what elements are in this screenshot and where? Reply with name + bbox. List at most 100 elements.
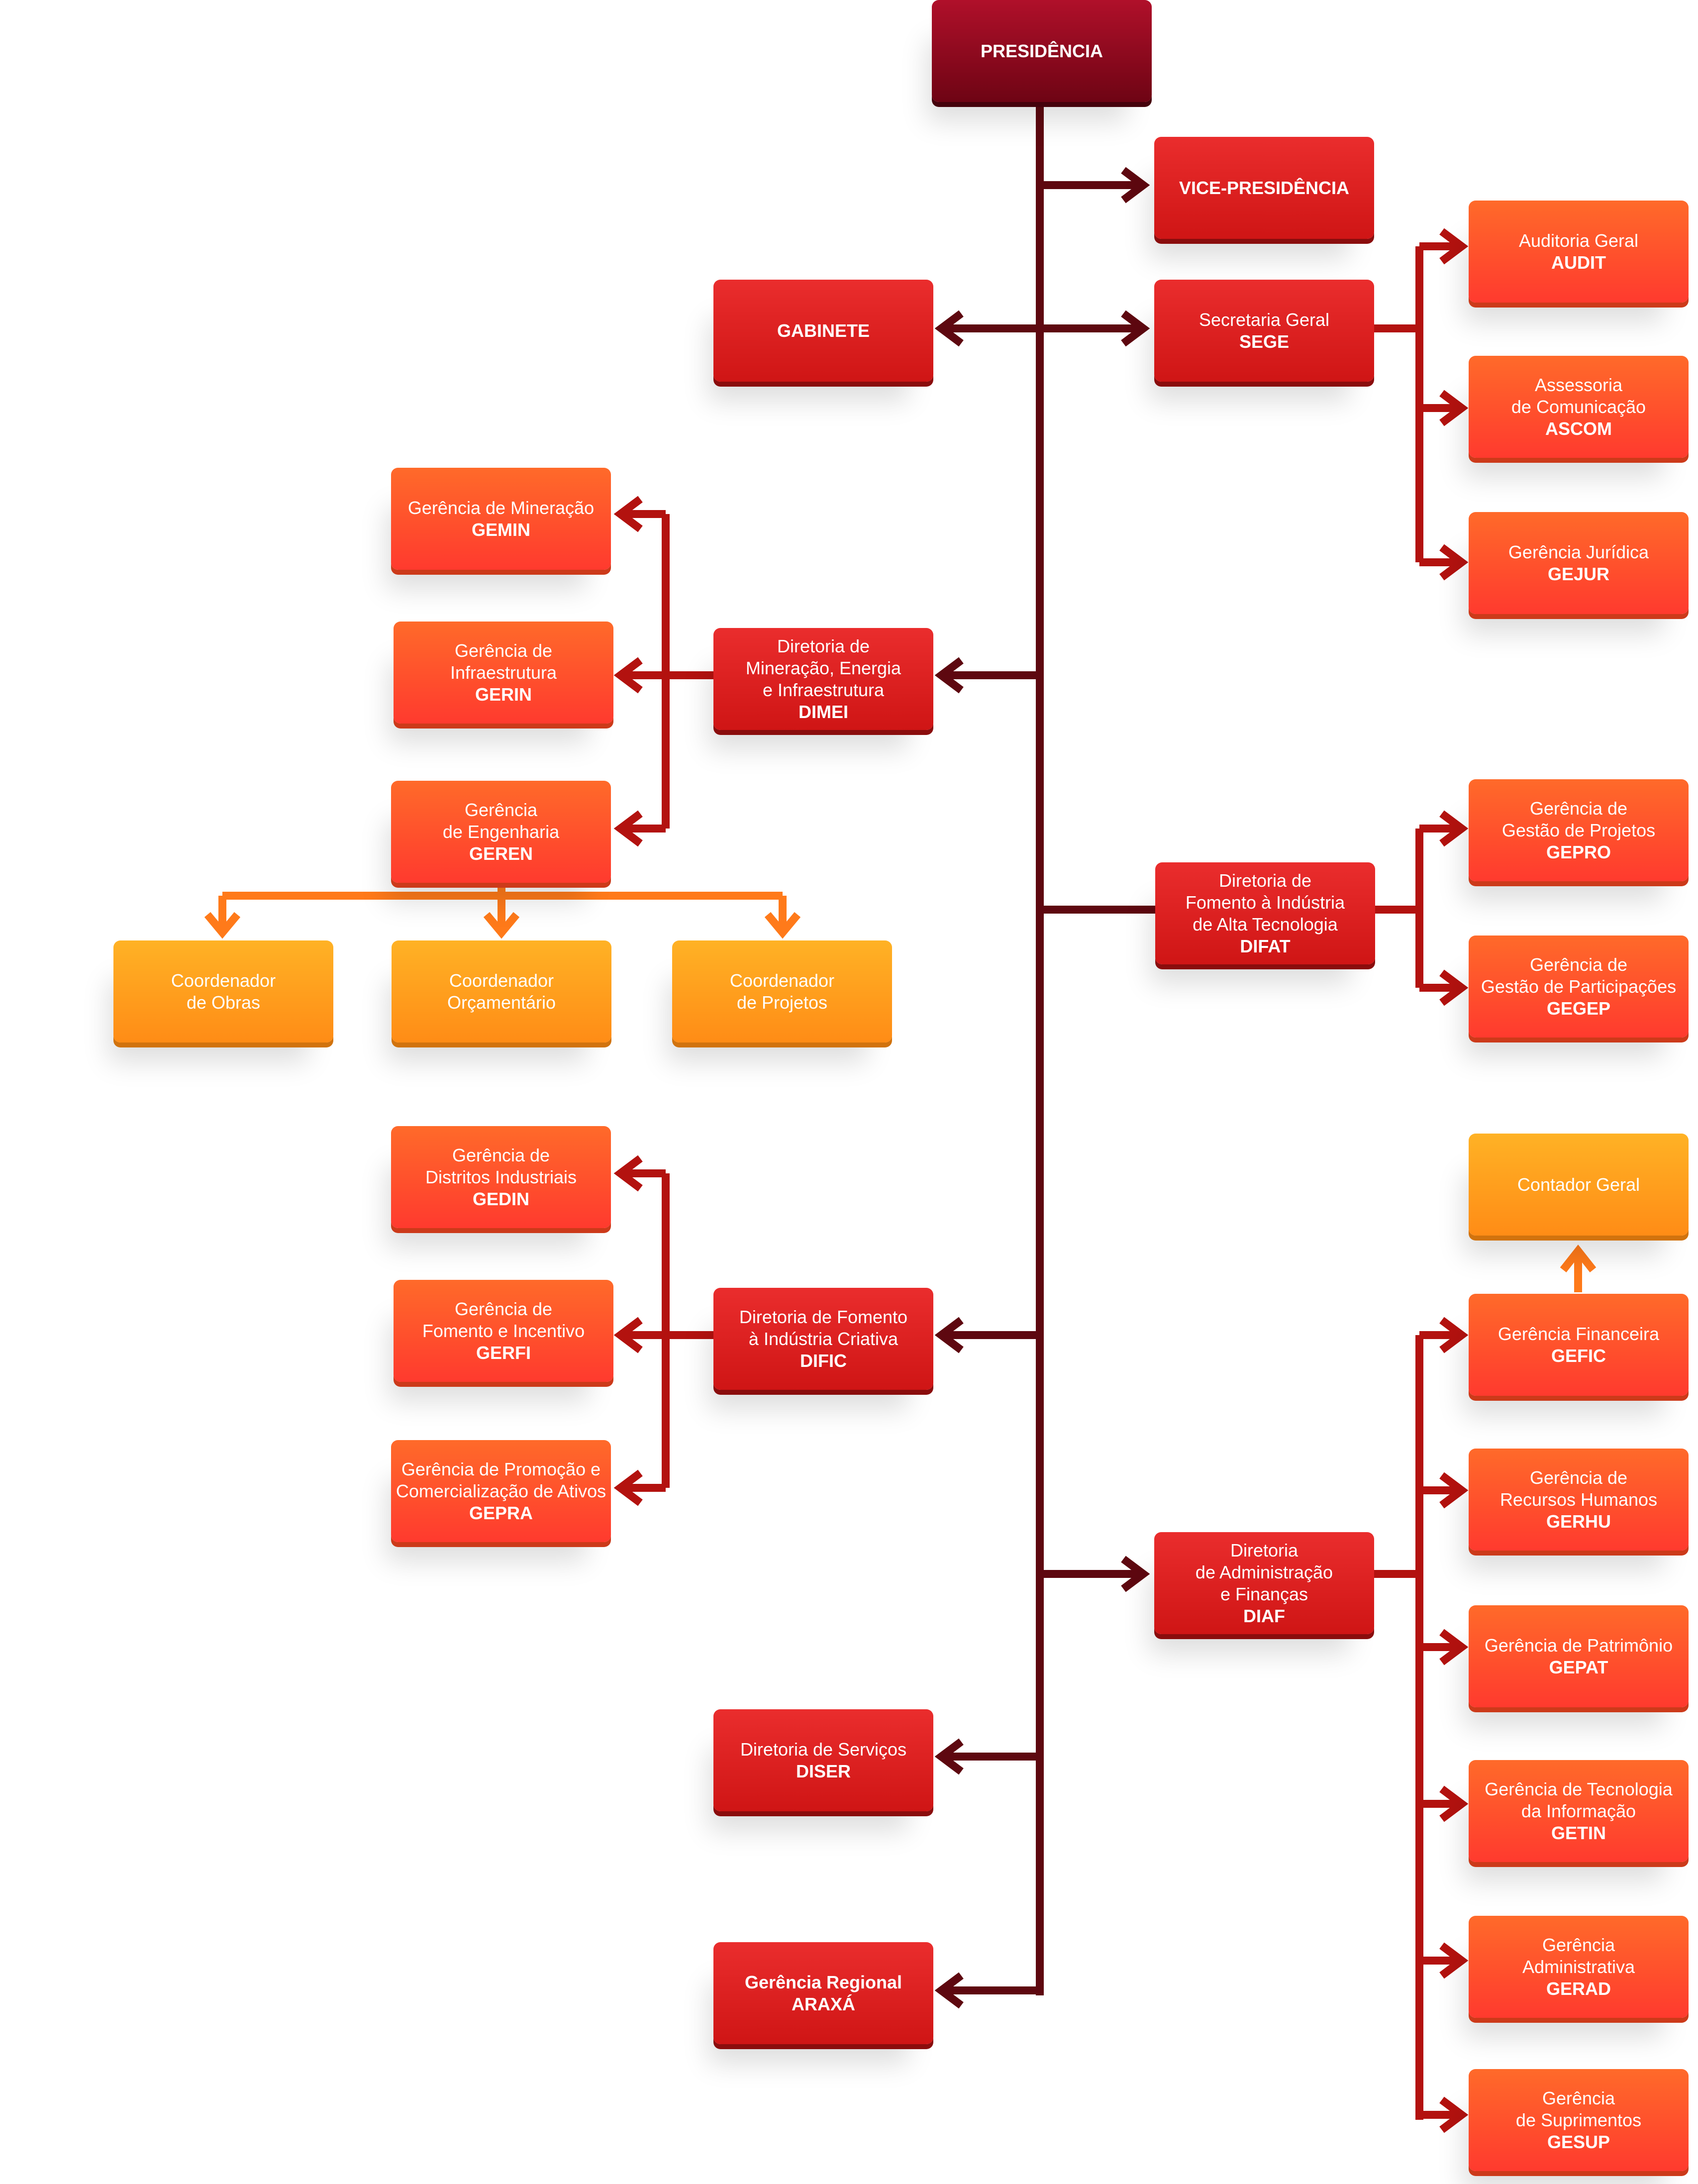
node-abbreviation: GEREN [469,843,533,864]
node-abbreviation: DISER [796,1761,851,1781]
node-label-line: Gerência de [1529,954,1628,975]
node-label-line: Distritos Industriais [425,1166,577,1187]
node-label-line: Coordenador [729,970,835,991]
node-label-line: Gerência de [454,640,553,661]
node-label-line: Secretaria Geral [1199,309,1330,330]
node-label-line: Gerência [464,799,538,820]
node-label-line: da Informação [1521,1800,1636,1821]
node-label-line: e Finanças [1220,1583,1308,1604]
node-label-line: de Suprimentos [1515,2109,1642,2130]
node-abbreviation: GERIN [475,684,532,705]
node-label-line: Diretoria de [1218,870,1312,891]
node-label-line: de Administração [1195,1561,1333,1582]
node-label-line: de Projetos [736,992,828,1013]
node-abbreviation: GERAD [1546,1978,1611,1999]
node-label-line: Comercialização de Ativos [396,1480,606,1501]
node-label-line: à Indústria Criativa [748,1328,899,1349]
node-label-line: Administrativa [1522,1956,1635,1977]
node-label-line: Recursos Humanos [1499,1489,1658,1510]
node-label-line: Gerência [1542,1934,1615,1955]
node-label-line: Gerência de Mineração [407,497,595,518]
node-abbreviation: DIFIC [800,1350,847,1371]
node-label-line: de Comunicação [1511,396,1646,417]
node-abbreviation: GEPRO [1546,841,1611,862]
node-abbreviation: ASCOM [1545,418,1612,439]
node-abbreviation: GEJUR [1547,563,1610,584]
node-label-line: de Obras [186,992,261,1013]
node-label-line: Diretoria de [777,635,870,656]
node-label-line: Diretoria de Serviços [740,1739,907,1760]
node-abbreviation: AUDIT [1551,252,1606,273]
node-label-line: Gerência Jurídica [1508,541,1649,562]
node-abbreviation: GEPRA [469,1502,533,1523]
node-label-line: Gerência de [454,1298,553,1319]
org-node-gabinete: GABINETE [713,280,933,382]
node-abbreviation: ARAXÁ [791,1993,855,2014]
node-label-line: GABINETE [777,320,870,341]
node-abbreviation: GEPAT [1549,1657,1608,1677]
node-label-line: Fomento à Indústria [1185,892,1345,913]
trunk-connectors [934,100,1155,2009]
node-label-line: PRESIDÊNCIA [980,40,1103,61]
org-node-presidencia: PRESIDÊNCIA [932,0,1152,102]
node-label-line: Gerência de Promoção e [401,1458,601,1479]
node-label-line: Diretoria de Fomento [739,1306,908,1327]
node-label-line: Gerência de [1529,798,1628,819]
node-abbreviation: GESUP [1547,2131,1610,2152]
node-label-line: Mineração, Energia [745,657,901,678]
node-label-line: Gerência Regional [744,1972,902,1992]
node-abbreviation: GERFI [476,1342,531,1363]
node-abbreviation: DIFAT [1240,936,1291,956]
node-label-line: Gestão de Participações [1481,976,1677,997]
branch-connectors [613,228,1469,2133]
node-abbreviation: GERHU [1546,1511,1611,1532]
node-label-line: de Alta Tecnologia [1193,914,1338,935]
org-node-vice: VICE-PRESIDÊNCIA [1154,137,1374,239]
coordinator-connectors [204,881,1597,1292]
node-label-line: Contador Geral [1517,1174,1640,1195]
node-abbreviation: GEDIN [472,1188,529,1209]
org-node-contador: Contador Geral [1469,1134,1689,1236]
node-label-line: Diretoria [1230,1540,1298,1560]
node-label-line: Gerência de Tecnologia [1485,1778,1673,1799]
node-label-line: Gerência Financeira [1498,1323,1660,1344]
node-label-line: Infraestrutura [450,662,557,683]
node-abbreviation: GEMIN [471,519,530,540]
node-abbreviation: SEGE [1239,331,1290,352]
node-abbreviation: GEFIC [1551,1345,1606,1366]
node-label-line: Gerência de [1529,1467,1628,1488]
node-label-line: Gerência [1542,2087,1615,2108]
node-label-line: VICE-PRESIDÊNCIA [1179,177,1350,198]
node-label-line: Orçamentário [447,992,556,1013]
node-label-line: Auditoria Geral [1518,230,1639,251]
node-label-line: Assessoria [1534,374,1623,395]
node-label-line: Gestão de Projetos [1501,820,1656,840]
node-abbreviation: GETIN [1551,1822,1606,1843]
